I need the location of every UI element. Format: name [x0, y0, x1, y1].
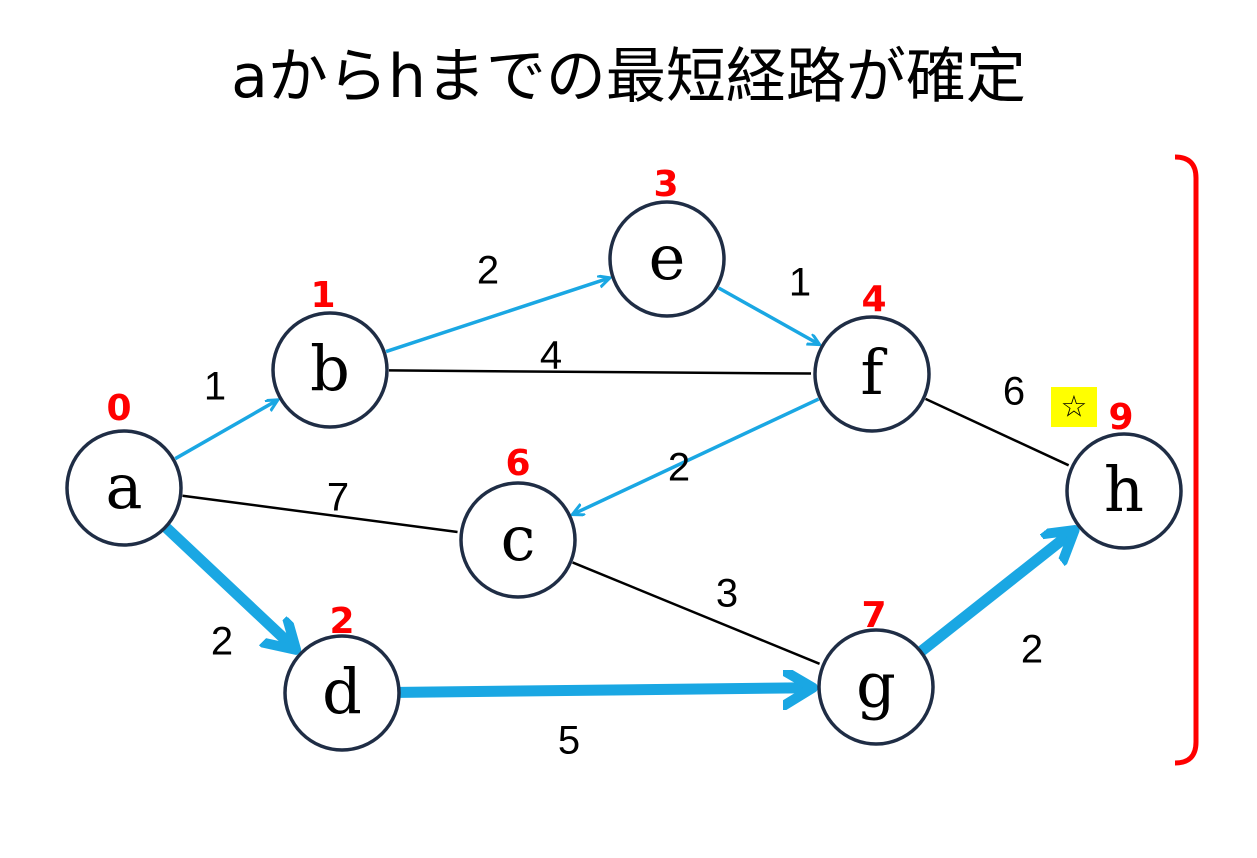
- distance-label-c: 6: [505, 443, 530, 484]
- distance-label-h: 9: [1108, 397, 1133, 438]
- star-highlight: [1051, 387, 1097, 427]
- node-label-e: e: [649, 221, 686, 294]
- edge-d-g: [395, 688, 811, 693]
- node-circle-h: [1065, 432, 1183, 550]
- node-f: f: [813, 315, 931, 433]
- node-a: a: [65, 429, 183, 547]
- edge-weight-f-c: 2: [668, 446, 690, 490]
- node-label-b: b: [310, 332, 350, 405]
- node-e: e: [608, 200, 726, 318]
- edge-weight-a-b: 1: [204, 365, 226, 409]
- edge-weight-f-h: 6: [1003, 370, 1025, 414]
- edge-weight-e-f: 1: [789, 261, 811, 305]
- node-circle-e: [608, 200, 726, 318]
- node-circle-f: [813, 315, 931, 433]
- node-label-c: c: [501, 502, 536, 575]
- distance-label-a: 0: [106, 388, 131, 429]
- node-label-d: d: [322, 655, 362, 728]
- edge-a-b: [174, 400, 277, 461]
- node-label-f: f: [861, 336, 888, 409]
- node-label-h: h: [1104, 453, 1144, 526]
- edge-weight-a-c: 7: [327, 476, 349, 520]
- edge-c-g: [572, 561, 821, 665]
- edge-f-h: [924, 397, 1070, 467]
- distance-label-e: 3: [653, 164, 678, 205]
- node-circle-d: [283, 634, 401, 752]
- node-h: h: [1065, 432, 1183, 550]
- star-symbol: ☆: [1061, 390, 1088, 425]
- distance-label-d: 2: [329, 601, 354, 642]
- confirmed-star-icon: ☆: [1051, 387, 1097, 427]
- node-b: b: [271, 311, 389, 429]
- edge-e-f: [717, 286, 818, 344]
- node-circle-g: [817, 628, 935, 746]
- node-circle-a: [65, 429, 183, 547]
- distance-label-g: 7: [861, 595, 886, 636]
- node-g: g: [817, 628, 935, 746]
- edge-weight-c-g: 3: [716, 572, 738, 616]
- edge-b-f: [388, 369, 812, 375]
- nodes-layer: a b c d e f g h: [65, 200, 1183, 752]
- edge-weight-b-e: 2: [477, 249, 499, 293]
- node-circle-b: [271, 311, 389, 429]
- distance-label-b: 1: [310, 275, 335, 316]
- edge-b-e: [385, 278, 609, 354]
- node-c: c: [459, 481, 577, 599]
- node-d: d: [283, 634, 401, 752]
- edge-a-d: [161, 522, 295, 648]
- node-label-a: a: [106, 450, 143, 523]
- edge-g-h: [916, 531, 1073, 656]
- edge-weight-d-g: 5: [558, 719, 580, 763]
- edge-weight-b-f: 4: [540, 334, 562, 378]
- distance-label-f: 4: [861, 279, 886, 320]
- edge-a-c: [182, 494, 458, 534]
- right-bracket: [1174, 154, 1199, 766]
- edge-f-c: [573, 397, 820, 514]
- node-circle-c: [459, 481, 577, 599]
- edge-weight-g-h: 2: [1021, 628, 1043, 672]
- edges-layer: [161, 278, 1073, 693]
- node-label-g: g: [856, 649, 896, 722]
- page-title: aからhまでの最短経路が確定: [231, 42, 1026, 112]
- edge-weight-a-d: 2: [211, 620, 233, 664]
